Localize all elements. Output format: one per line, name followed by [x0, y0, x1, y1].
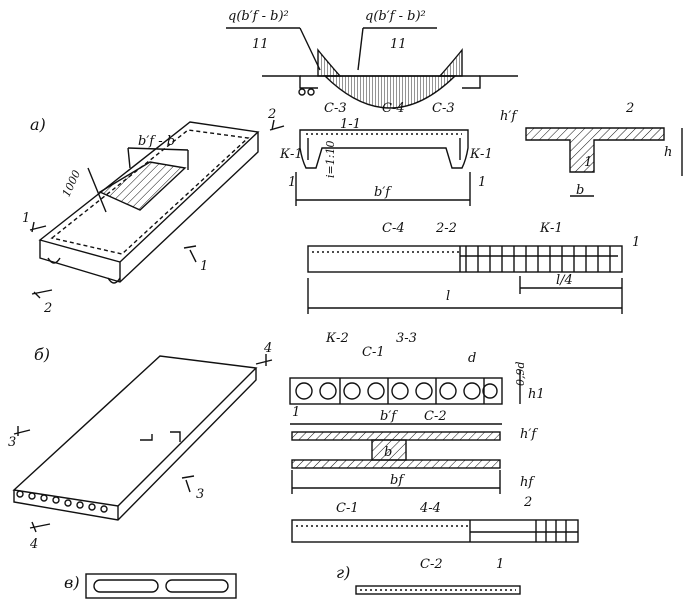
cut-mark-2-top: 2 [267, 107, 276, 122]
dim-bf: b′f [374, 185, 392, 200]
label-d: d [468, 351, 476, 366]
part-g-section [355, 585, 521, 595]
label-c3-right: С-3 [432, 101, 455, 116]
formula-left-numerator: q(b′f - b)² [228, 9, 289, 24]
part-a-label: а) [30, 115, 46, 134]
label-c4: С-4 [382, 101, 405, 116]
cut-mark-4b: 4 [263, 341, 272, 356]
label-c4-2: С-4 [382, 221, 405, 236]
label-bar-1-left: 1 [288, 175, 296, 190]
label-l4: l/4 [556, 273, 573, 288]
label-bar-1-3: 1 [292, 405, 300, 420]
cut-mark-4a: 4 [29, 537, 38, 552]
hollow-slab-isometric: 3 3 4 4 [8, 341, 272, 552]
label-bar-1: 1 [584, 155, 592, 170]
label-c1: С-1 [362, 345, 385, 360]
label-bar-1-4: 1 [496, 557, 504, 572]
section-2-2: 2-2 С-4 К-1 1 l l/4 [307, 221, 640, 314]
label-bf-i: bf [390, 473, 405, 488]
cut-mark-2: 2 [43, 301, 52, 316]
cut-mark-3a: 3 [8, 435, 16, 450]
label-hf: hf [520, 475, 535, 490]
cut-mark-1b: 1 [200, 259, 208, 274]
section-2-2-title: 2-2 [435, 221, 457, 236]
part-b-label: б) [34, 345, 50, 364]
dim-1000: 1000 [60, 168, 84, 199]
formula-right-denominator: 11 [390, 37, 407, 52]
label-k1-2: К-1 [539, 221, 563, 236]
label-two: 2 [523, 495, 532, 510]
label-hf-top: h′f [500, 109, 518, 124]
section-3-3: 3-3 К-2 С-1 d 0,9d h1 1 b′f С-2 [289, 331, 545, 425]
label-bar-2: 2 [625, 101, 634, 116]
label-c1-4: С-1 [336, 501, 359, 516]
label-c3-left: С-3 [324, 101, 347, 116]
formula-left-denominator: 11 [252, 37, 269, 52]
section-1-1: 1-1 С-3 С-4 С-3 К-1 К-1 i=1:10 1 1 b′f 2 [267, 101, 493, 206]
part-g-label: г) [336, 563, 350, 582]
label-b: b [576, 183, 584, 198]
dim-bf-minus-b: b′f - b [138, 134, 175, 149]
label-l: l [446, 289, 450, 304]
cut-mark-1: 1 [22, 211, 30, 226]
t-section: h′f 2 h 1 b [500, 101, 683, 198]
label-hf-prime: h′f [520, 427, 538, 442]
label-bar-1-right: 1 [478, 175, 486, 190]
label-bf-3: b′f [380, 409, 398, 424]
label-b-i: b [384, 445, 392, 460]
label-c2-4: С-2 [420, 557, 443, 572]
label-h1: h1 [528, 387, 545, 402]
label-k1-right: К-1 [469, 147, 493, 162]
formula-right-numerator: q(b′f - b)² [365, 9, 426, 24]
label-c2: С-2 [424, 409, 447, 424]
moment-diagram: q(b′f - b)² 11 q(b′f - b)² 11 [226, 9, 518, 109]
section-4-4: 4-4 С-1 С-2 1 [291, 501, 579, 572]
section-3-3-title: 3-3 [396, 331, 417, 346]
cut-mark-3b: 3 [196, 487, 204, 502]
label-h: h [664, 145, 672, 160]
section-1-1-title: 1-1 [340, 117, 361, 132]
part-v-section [85, 573, 237, 599]
section-4-4-title: 4-4 [419, 501, 441, 516]
label-bar-1-2: 1 [632, 235, 640, 250]
label-slope: i=1:10 [324, 141, 337, 178]
label-k1-left: К-1 [279, 147, 303, 162]
ribbed-slab-isometric: 1000 b′f - b 1 1 2 [22, 121, 260, 316]
part-v-label: в) [64, 573, 80, 592]
i-section: h′f b bf hf 2 [291, 427, 538, 510]
label-k2: К-2 [325, 331, 349, 346]
